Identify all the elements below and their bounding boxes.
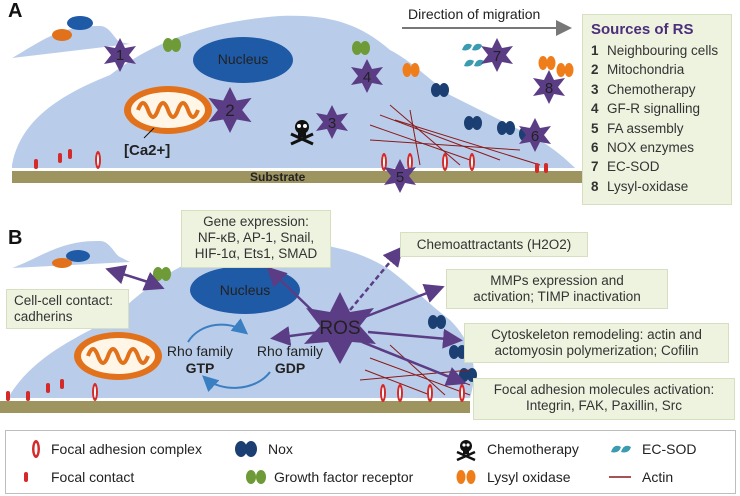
star-1: 1 <box>104 38 136 72</box>
gene-expression-box: Gene expression: NF-κB, AP-1, Snail, HIF… <box>181 210 331 268</box>
legend: Focal adhesion complex Focal contact Nox… <box>5 430 736 494</box>
focal-contact-b4 <box>60 379 64 389</box>
rho-gdp-line2: GDP <box>275 360 305 376</box>
focal-contact-b2 <box>26 391 30 401</box>
nucleus-a <box>193 37 293 83</box>
substrate-b <box>0 401 470 413</box>
mmps-box: MMPs expression and activation; TIMP ina… <box>446 269 668 309</box>
star-6: 6 <box>519 118 551 152</box>
ros-arrows <box>105 246 467 386</box>
legend-growth-factor-receptor: Growth factor receptor <box>274 469 414 485</box>
star-5: 5 <box>384 159 416 193</box>
calcium-arrow <box>143 127 155 139</box>
neighbour-cell-a <box>12 25 130 58</box>
star-7: 7 <box>481 38 513 72</box>
rho-cycle-arrow-top <box>187 318 249 343</box>
svg-text:5: 5 <box>396 169 404 186</box>
svg-text:2: 2 <box>225 101 234 120</box>
legend-lysyl-oxidase: Lysyl oxidase <box>487 469 571 485</box>
rho-gtp-line1: Rho family <box>167 343 233 359</box>
svg-text:6: 6 <box>531 128 539 145</box>
focal-contact-b3 <box>46 383 50 393</box>
substrate-a <box>12 171 582 183</box>
sod-icon-a2 <box>464 59 484 67</box>
calcium-label: [Ca2+] <box>124 142 170 159</box>
fa-complex-a1 <box>95 151 101 169</box>
mitochondria-b <box>72 330 164 382</box>
lox-icon-a3 <box>556 63 574 77</box>
svg-text:4: 4 <box>363 69 371 86</box>
star-8: 8 <box>533 70 565 104</box>
chemoattractants-box: Chemoattractants (H2O2) <box>400 232 588 257</box>
focal-contact-a2 <box>58 153 62 163</box>
mitochondria-a <box>122 84 214 136</box>
neighbour-nucleus-a <box>67 16 93 30</box>
ros-label: ROS <box>319 318 360 339</box>
legend-ec-sod: EC-SOD <box>642 441 697 457</box>
rho-gdp-line1: Rho family <box>257 343 323 359</box>
legend-chemotherapy: Chemotherapy <box>487 441 579 457</box>
star-4: 4 <box>351 59 383 93</box>
fa-complex-a4 <box>442 153 448 171</box>
legend-nox: Nox <box>268 441 293 457</box>
ros-star: ROS <box>304 292 376 364</box>
fa-complex-b4 <box>427 384 433 402</box>
substrate-label: Substrate <box>250 170 306 184</box>
focal-contact-a1 <box>34 159 38 169</box>
rho-gtp-line2: GTP <box>186 360 215 376</box>
svg-text:7: 7 <box>493 48 501 65</box>
fa-complex-b1 <box>92 383 98 401</box>
fa-complex-b2 <box>380 384 386 402</box>
star-3: 3 <box>316 105 348 139</box>
fa-complex-b3 <box>397 384 403 402</box>
svg-text:1: 1 <box>116 47 124 64</box>
cell-contact-box: Cell-cell contact: cadherins <box>6 289 129 329</box>
focal-contact-a5 <box>544 163 548 173</box>
actin-fibers-a <box>369 104 541 166</box>
sources-title: Sources of RS <box>591 21 694 38</box>
focal-contact-a3 <box>68 149 72 159</box>
neighbour-mito-a <box>52 29 72 41</box>
rho-cycle-arrow-bottom <box>202 371 271 393</box>
nucleus-label-b: Nucleus <box>220 282 271 298</box>
sod-icon-a1 <box>462 43 482 51</box>
panel-b-letter: B <box>8 227 23 249</box>
legend-actin: Actin <box>642 469 674 485</box>
legend-focal-adhesion-complex: Focal adhesion complex <box>51 441 202 457</box>
svg-text:8: 8 <box>545 80 553 97</box>
focal-contact-b1 <box>6 391 10 401</box>
legend-focal-contact: Focal contact <box>51 469 135 485</box>
migration-label: Direction of migration <box>408 6 540 22</box>
svg-text:3: 3 <box>328 115 336 132</box>
neighbour-mito-b <box>52 258 72 268</box>
fa-complex-b5 <box>459 384 465 402</box>
panel-a-letter: A <box>8 0 23 22</box>
cytoskeleton-box: Cytoskeleton remodeling: actin and actom… <box>464 323 729 363</box>
fa-complex-a5 <box>469 153 475 171</box>
star-2: 2 <box>208 87 252 133</box>
nucleus-label-a: Nucleus <box>218 51 269 67</box>
focal-contact-a4 <box>535 163 539 173</box>
lox-icon-a2 <box>538 56 556 70</box>
neighbour-nucleus-b <box>66 250 90 262</box>
focal-adhesion-box: Focal adhesion molecules activation: Int… <box>473 378 735 420</box>
